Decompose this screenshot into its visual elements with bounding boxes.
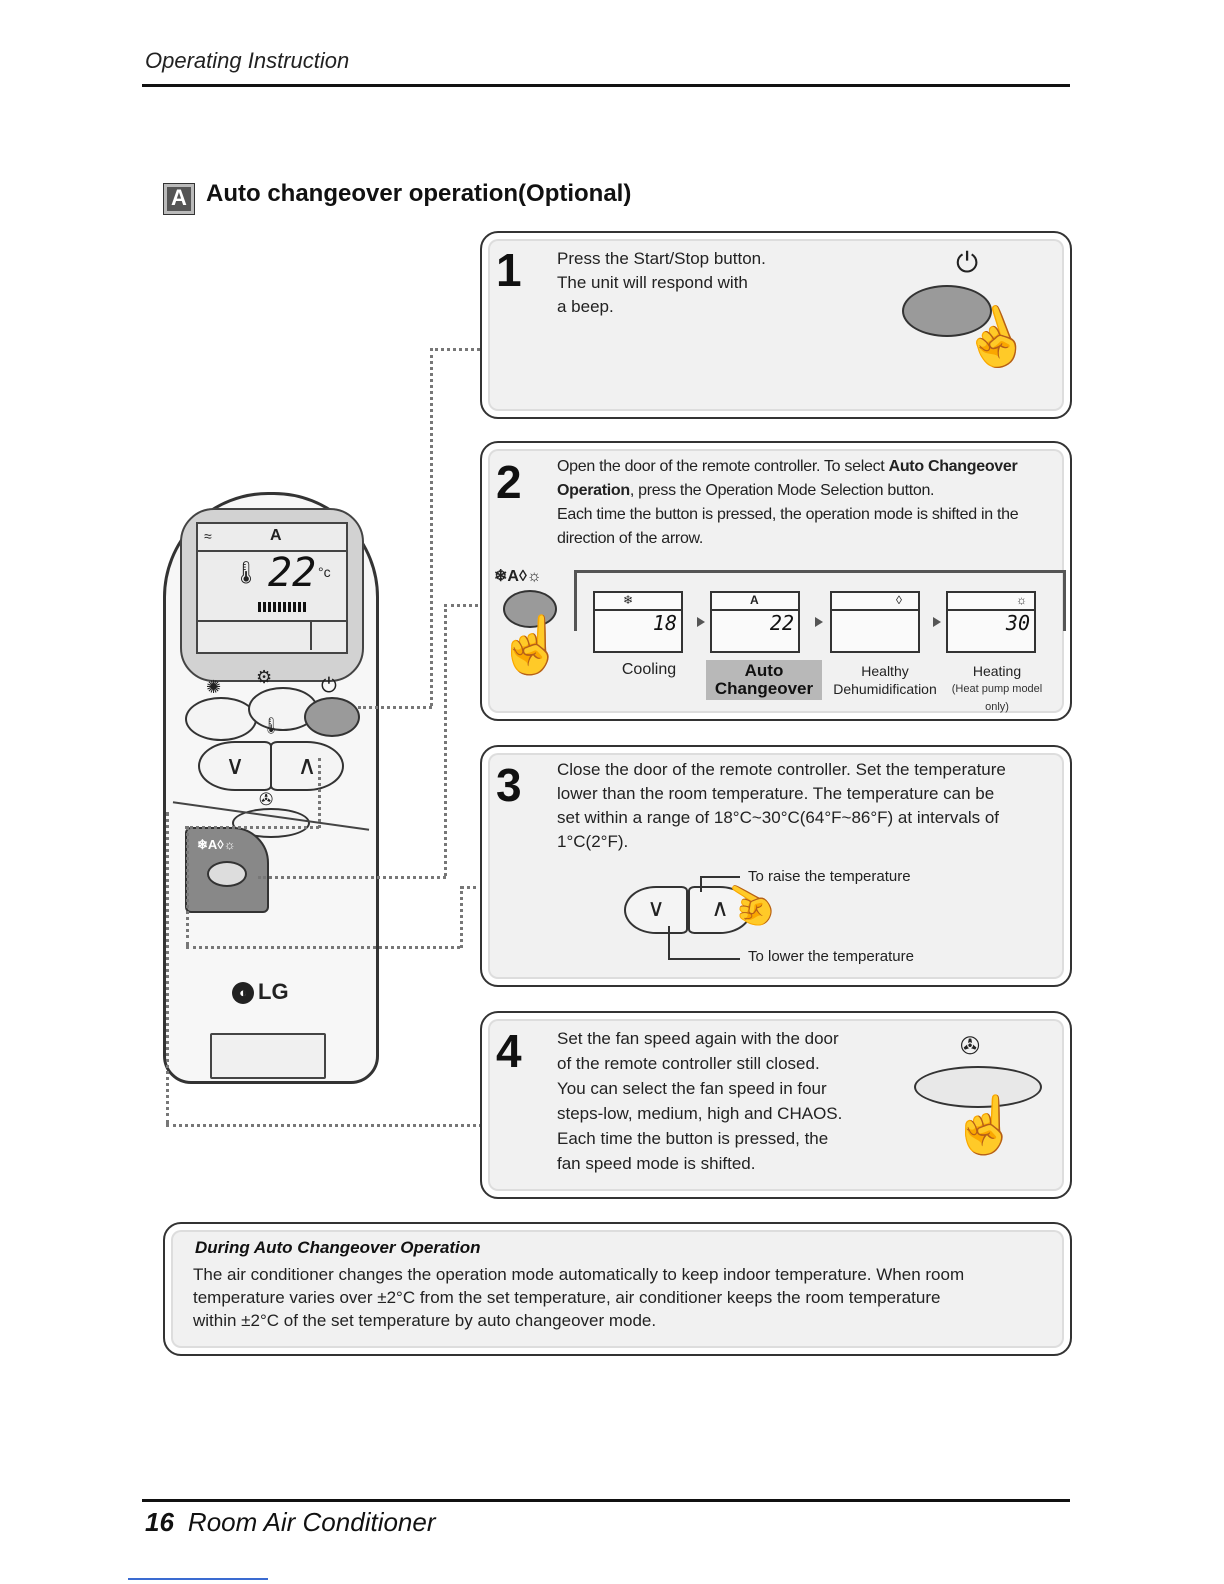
connector: [358, 706, 432, 709]
mode-label-heating: Heating (Heat pump model only): [951, 663, 1043, 713]
mode-lcd-auto: A 22: [710, 591, 800, 653]
step-2-number: 2: [496, 456, 522, 508]
fan-level-bars: [258, 602, 308, 612]
step-4-number: 4: [496, 1025, 522, 1077]
mode-lcd-dehumidification: ◊: [830, 591, 920, 653]
callout-raise: To raise the temperature: [748, 868, 911, 885]
note-text: The air conditioner changes the operatio…: [193, 1265, 965, 1330]
footer-title: Room Air Conditioner: [187, 1507, 436, 1537]
connector: [166, 812, 169, 1124]
connector: [430, 348, 480, 351]
running-header: Operating Instruction: [145, 48, 350, 73]
operation-mode-button[interactable]: [207, 861, 247, 887]
temp-down-button-illustration: ∨: [624, 886, 688, 934]
step-4-box: [480, 1011, 1072, 1199]
callout-line: [668, 926, 670, 958]
mode-lcd-heating: ☼ 30: [946, 591, 1036, 653]
signal-icon: ≈: [204, 528, 212, 544]
mode-icons: ❄A◊☼: [494, 568, 542, 585]
page-footer: 16 Room Air Conditioner: [145, 1507, 436, 1538]
lcd-unit: °c: [318, 564, 331, 580]
lcd-temperature: 22: [268, 550, 317, 596]
power-icon: ⏻: [321, 675, 337, 697]
mode-swing-button[interactable]: [185, 697, 257, 741]
start-stop-button-illustration: [902, 285, 992, 337]
connector: [166, 1124, 482, 1127]
step-3-number: 3: [496, 759, 522, 811]
footer-link-underline: [128, 1578, 268, 1580]
connector: [430, 348, 433, 706]
callout-line: [700, 876, 702, 892]
callout-line: [668, 958, 740, 960]
thermometer-icon: 🌡︎: [232, 560, 260, 585]
mode-label-cooling: Cooling: [621, 661, 677, 678]
fan-swing-icon: ✺: [206, 677, 222, 697]
note-title: During Auto Changeover Operation: [195, 1238, 481, 1257]
connector: [460, 886, 463, 948]
start-stop-button[interactable]: [304, 697, 360, 737]
remote-lcd: ≈ A 🌡︎ 22 °c: [196, 522, 348, 654]
pressing-hand-icon: ☝: [496, 613, 566, 676]
header-rule: [142, 84, 1070, 87]
lg-logo: ◐LG: [232, 979, 289, 1005]
thermometer-small-icon: 🌡︎: [261, 718, 282, 735]
step-3-text: Close the door of the remote controller.…: [557, 760, 1006, 851]
fan-speed-button-illustration: [914, 1066, 1042, 1108]
operation-mode-button-illustration: [503, 590, 557, 628]
connector: [444, 604, 484, 607]
footer-rule: [142, 1499, 1070, 1502]
arrow-right-icon: [697, 617, 705, 627]
connector: [185, 826, 319, 829]
mode-lcd-cooling: ❄ 18: [593, 591, 683, 653]
step-3-box: [480, 745, 1072, 987]
step-4-text: Set the fan speed again with the door of…: [557, 1029, 843, 1173]
mode-label-auto-changeover: Auto Changeover: [706, 660, 822, 700]
jet-icon: ⚙: [256, 667, 273, 687]
section-title: Auto changeover operation(Optional): [206, 180, 632, 207]
connector: [318, 758, 321, 828]
note-box: [163, 1222, 1072, 1356]
temp-up-button-illustration: ∧: [688, 886, 752, 934]
connector: [186, 946, 460, 949]
temp-down-button[interactable]: ∨: [198, 741, 272, 791]
callout-lower: To lower the temperature: [748, 948, 914, 965]
arrow-right-icon: [933, 617, 941, 627]
page-number: 16: [145, 1507, 174, 1537]
mode-label-dehumidification: Healthy Dehumidification: [833, 663, 937, 697]
auto-mode-icon: A: [163, 183, 195, 215]
fan-speed-icon: ✇: [259, 790, 274, 809]
power-icon: ⏻: [956, 247, 979, 278]
arrow-right-icon: [815, 617, 823, 627]
step-2-text: Open the door of the remote controller. …: [557, 458, 1019, 547]
connector: [258, 876, 446, 879]
cycle-arrow: [574, 570, 1066, 631]
temp-up-button[interactable]: ∧: [270, 741, 344, 791]
connector: [444, 604, 447, 876]
mode-selection-panel: ❄A◊☼: [185, 827, 269, 913]
remote-label-window: [210, 1033, 326, 1079]
fan-speed-icon: ✇: [960, 1033, 981, 1060]
step-1-text: Press the Start/Stop button. The unit wi…: [557, 249, 766, 316]
auto-icon: A: [270, 527, 282, 544]
pressing-hand-icon: ☝: [950, 1093, 1020, 1156]
step-1-number: 1: [496, 244, 522, 296]
callout-line: [700, 876, 740, 878]
connector: [460, 886, 484, 889]
connector: [186, 826, 189, 946]
